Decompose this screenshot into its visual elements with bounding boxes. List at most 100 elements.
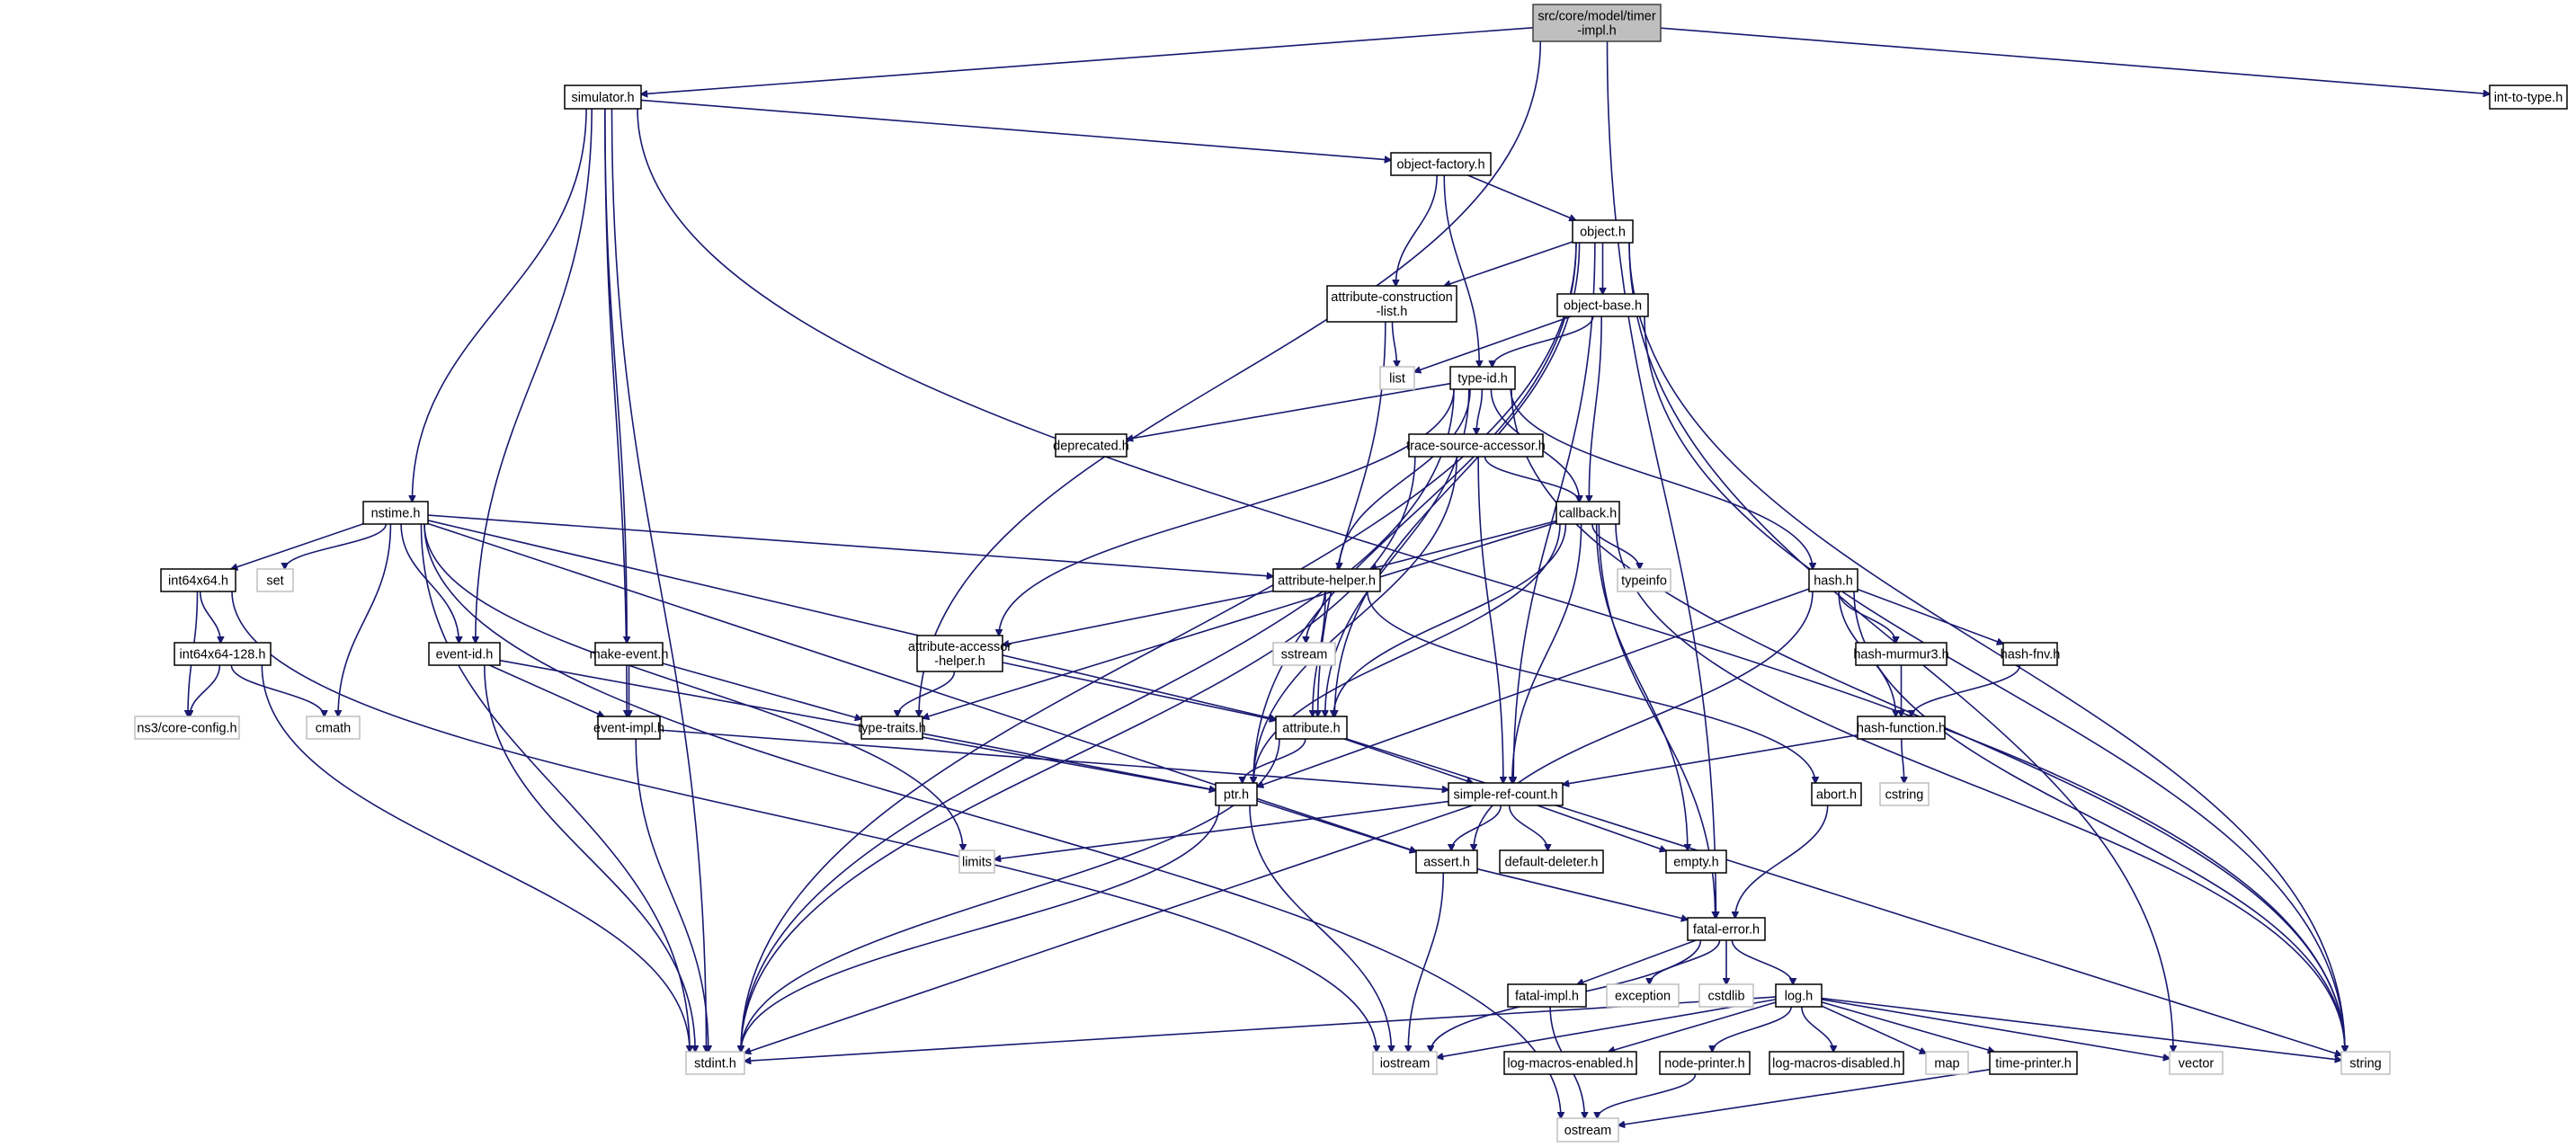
- node-box-object[interactable]: [1572, 219, 1634, 244]
- node-box-default-deleter[interactable]: [1499, 849, 1604, 874]
- node-box-callback[interactable]: [1555, 501, 1620, 525]
- node-box-hash[interactable]: [1808, 568, 1858, 592]
- node-box-object-base[interactable]: [1556, 293, 1649, 317]
- node-box-int64x64[interactable]: [160, 568, 236, 592]
- node-label-fatal-error: fatal-error.h: [1693, 923, 1760, 938]
- node-fatal-impl[interactable]: fatal-impl.h: [1507, 983, 1587, 1008]
- node-box-ptr[interactable]: [1215, 782, 1258, 806]
- node-node-printer[interactable]: node-printer.h: [1659, 1051, 1751, 1075]
- node-box-log-macros-disabled[interactable]: [1769, 1051, 1904, 1075]
- node-make-event[interactable]: make-event.h: [590, 642, 669, 666]
- node-default-deleter[interactable]: default-deleter.h: [1499, 849, 1604, 874]
- node-box-trace-source-accessor[interactable]: [1408, 433, 1544, 458]
- node-simulator[interactable]: simulator.h: [564, 84, 642, 110]
- node-hash-function[interactable]: hash-function.h: [1857, 716, 1946, 740]
- edge-attribute-helper-to-attribute-accessor-helper: [1003, 590, 1274, 645]
- node-box-attribute-accessor-helper[interactable]: [916, 635, 1003, 672]
- node-label-time-printer: time-printer.h: [1995, 1057, 2072, 1071]
- node-type-traits[interactable]: type-traits.h: [858, 716, 926, 740]
- node-hash-fnv[interactable]: hash-fnv.h: [2001, 642, 2061, 666]
- edge-root-to-type-traits: [919, 40, 1542, 716]
- node-time-printer[interactable]: time-printer.h: [1989, 1051, 2078, 1075]
- node-box-attribute-helper[interactable]: [1272, 568, 1381, 592]
- node-int64x64[interactable]: int64x64.h: [160, 568, 236, 592]
- node-log[interactable]: log.h: [1775, 983, 1823, 1008]
- node-int64x64-128[interactable]: int64x64-128.h: [174, 642, 272, 666]
- edge-log-to-log-macros-disabled: [1801, 1006, 1833, 1052]
- node-abort[interactable]: abort.h: [1811, 782, 1862, 806]
- node-root[interactable]: src/core/model/timer-impl.h: [1532, 4, 1662, 42]
- edge-callback-to-attribute-helper: [1370, 520, 1557, 569]
- node-box-event-impl[interactable]: [597, 716, 661, 740]
- node-object-base[interactable]: object-base.h: [1556, 293, 1649, 317]
- node-box-assert[interactable]: [1415, 849, 1478, 874]
- node-box-attribute-construction-list[interactable]: [1326, 285, 1457, 323]
- node-stdint: stdint.h: [685, 1051, 745, 1075]
- node-box-time-printer[interactable]: [1989, 1051, 2078, 1075]
- edge-callback-to-string: [1615, 523, 2345, 1052]
- node-fatal-error[interactable]: fatal-error.h: [1687, 917, 1766, 941]
- node-box-hash-murmur3[interactable]: [1855, 642, 1948, 666]
- node-box-root[interactable]: [1532, 4, 1662, 42]
- node-box-stdint: [685, 1051, 745, 1075]
- node-trace-source-accessor[interactable]: trace-source-accessor.h: [1406, 433, 1546, 458]
- node-int-to-type[interactable]: int-to-type.h: [2489, 84, 2568, 110]
- edge-int64x64-to-int64x64-128: [199, 591, 221, 643]
- node-box-type-traits[interactable]: [860, 716, 923, 740]
- node-ptr[interactable]: ptr.h: [1215, 782, 1258, 806]
- node-deprecated[interactable]: deprecated.h: [1053, 433, 1129, 458]
- node-box-log-macros-enabled[interactable]: [1503, 1051, 1637, 1075]
- node-box-int64x64-128[interactable]: [174, 642, 272, 666]
- node-box-make-event[interactable]: [594, 642, 664, 666]
- node-attribute-construction-list[interactable]: attribute-construction-list.h: [1326, 285, 1457, 323]
- node-box-log[interactable]: [1775, 983, 1823, 1008]
- node-type-id[interactable]: type-id.h: [1449, 366, 1516, 390]
- node-box-deprecated[interactable]: [1055, 433, 1128, 458]
- node-callback[interactable]: callback.h: [1555, 501, 1620, 525]
- node-label-vector: vector: [2179, 1057, 2215, 1071]
- node-box-nstime[interactable]: [362, 501, 429, 525]
- node-box-simulator[interactable]: [564, 84, 642, 110]
- node-box-abort[interactable]: [1811, 782, 1862, 806]
- edge-simple-ref-count-to-limits: [994, 800, 1449, 859]
- edge-fatal-error-to-log: [1731, 939, 1793, 984]
- node-label-ptr: ptr.h: [1224, 788, 1249, 803]
- node-event-impl[interactable]: event-impl.h: [593, 716, 664, 740]
- node-log-macros-disabled[interactable]: log-macros-disabled.h: [1769, 1051, 1904, 1075]
- node-hash-murmur3[interactable]: hash-murmur3.h: [1853, 642, 1949, 666]
- node-empty[interactable]: empty.h: [1665, 849, 1727, 874]
- node-label-map: map: [1934, 1057, 1959, 1071]
- node-box-fatal-error[interactable]: [1687, 917, 1766, 941]
- edge-type-id-to-attribute-helper: [1339, 388, 1471, 569]
- node-box-fatal-impl[interactable]: [1507, 983, 1587, 1008]
- node-event-id[interactable]: event-id.h: [428, 642, 501, 666]
- node-limits: limits: [958, 849, 995, 874]
- node-object-factory[interactable]: object-factory.h: [1390, 152, 1492, 176]
- node-log-macros-enabled[interactable]: log-macros-enabled.h: [1503, 1051, 1637, 1075]
- node-box-hash-function[interactable]: [1857, 716, 1946, 740]
- node-label-sstream: sstream: [1281, 648, 1328, 662]
- node-attribute-helper[interactable]: attribute-helper.h: [1272, 568, 1381, 592]
- node-box-hash-fnv[interactable]: [2002, 642, 2058, 666]
- node-box-iostream: [1372, 1051, 1438, 1075]
- node-box-int-to-type[interactable]: [2489, 84, 2568, 110]
- node-label-hash: hash.h: [1814, 574, 1853, 589]
- node-box-empty[interactable]: [1665, 849, 1727, 874]
- node-box-simple-ref-count[interactable]: [1448, 782, 1564, 806]
- node-simple-ref-count[interactable]: simple-ref-count.h: [1448, 782, 1564, 806]
- node-box-vector: [2169, 1051, 2224, 1075]
- edge-node-printer-to-ostream: [1597, 1073, 1697, 1118]
- node-attribute[interactable]: attribute.h: [1275, 716, 1348, 740]
- edge-assert-to-iostream: [1408, 872, 1445, 1052]
- node-assert[interactable]: assert.h: [1415, 849, 1478, 874]
- node-box-event-id[interactable]: [428, 642, 501, 666]
- node-box-attribute[interactable]: [1275, 716, 1348, 740]
- node-box-node-printer[interactable]: [1659, 1051, 1751, 1075]
- edge-object-to-attribute-construction-list: [1444, 241, 1573, 286]
- node-box-object-factory[interactable]: [1390, 152, 1492, 176]
- node-object[interactable]: object.h: [1572, 219, 1634, 244]
- node-hash[interactable]: hash.h: [1808, 568, 1858, 592]
- node-nstime[interactable]: nstime.h: [362, 501, 429, 525]
- node-box-type-id[interactable]: [1449, 366, 1516, 390]
- node-attribute-accessor-helper[interactable]: attribute-accessor-helper.h: [908, 635, 1012, 672]
